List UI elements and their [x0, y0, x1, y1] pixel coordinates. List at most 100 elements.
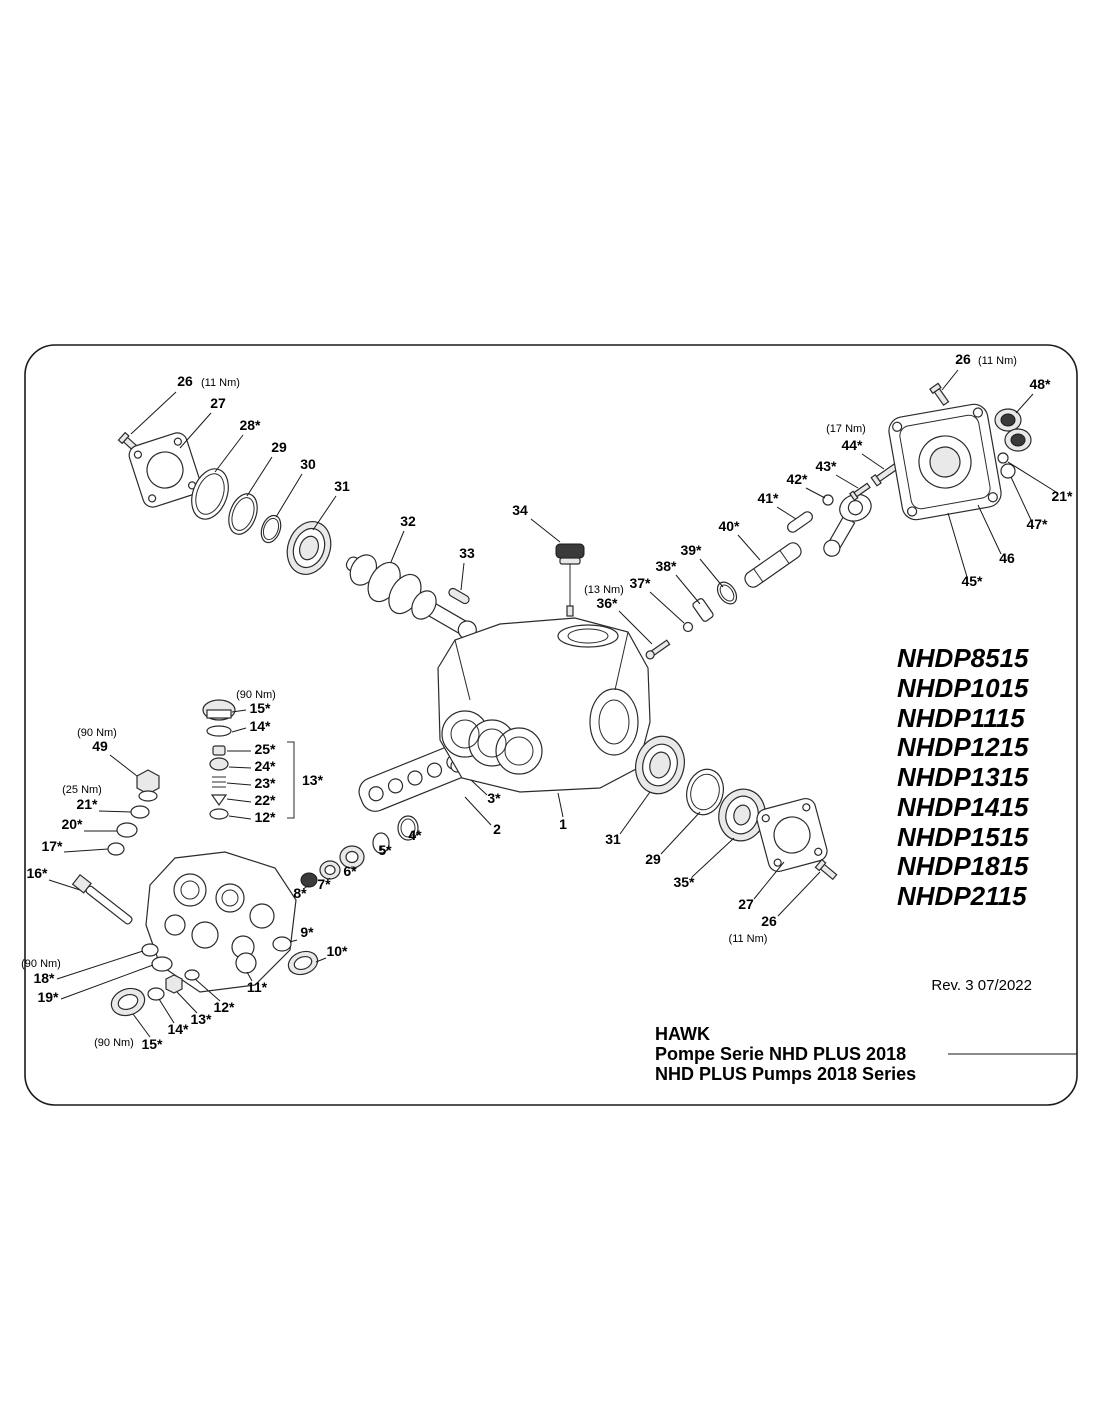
- leader-line: [1010, 476, 1032, 521]
- leader-line: [194, 978, 221, 1002]
- pin-41-part: [787, 511, 813, 533]
- leader-line: [98, 810, 132, 813]
- bolt-16-part: [71, 873, 133, 925]
- leader-line: [60, 964, 154, 1000]
- knob-34-part: [555, 543, 585, 617]
- torque-note: (11 Nm): [201, 377, 240, 389]
- series-title-it: Pompe Serie NHD PLUS 2018: [655, 1044, 906, 1064]
- callout-label: 24*: [254, 758, 276, 774]
- model-name: NHDP2115: [897, 881, 1027, 911]
- model-name: NHDP1315: [897, 762, 1029, 792]
- leader-line: [753, 861, 785, 900]
- callout-label: 23*: [254, 775, 276, 791]
- flange-27-topleft-part: [128, 432, 202, 508]
- connecting-rod-part: [823, 493, 872, 557]
- washer-42-part: [822, 494, 834, 506]
- callout-label: 2: [493, 821, 501, 837]
- callout-label: 14*: [249, 718, 271, 734]
- leader-line: [275, 473, 303, 518]
- torque-note: (90 Nm): [94, 1037, 134, 1049]
- leader-line: [228, 815, 252, 820]
- callout-label: 16*: [26, 865, 48, 881]
- model-list: NHDP8515 NHDP1015 NHDP1115 NHDP1215 NHDP…: [897, 643, 1029, 911]
- callout-label: 42*: [786, 471, 808, 487]
- leader-line: [226, 798, 252, 803]
- callout-label: 31: [334, 478, 350, 494]
- callout-label: 13*: [190, 1011, 212, 1027]
- leader-line: [176, 991, 198, 1014]
- title-block: HAWK Pompe Serie NHD PLUS 2018 NHD PLUS …: [655, 1024, 1077, 1084]
- model-name: NHDP1815: [897, 851, 1029, 881]
- leader-line: [1015, 393, 1034, 414]
- callout-label: 29: [645, 851, 661, 867]
- bracket-13: [287, 741, 295, 819]
- callout-label: 21*: [76, 796, 98, 812]
- leader-line: [619, 791, 651, 835]
- callout-label: 40*: [718, 518, 740, 534]
- torque-note: (17 Nm): [826, 423, 866, 435]
- crankcase-1-part: [437, 617, 651, 793]
- revision-text: Rev. 3 07/2022: [931, 977, 1032, 994]
- screw-43-part: [849, 482, 871, 501]
- oring-29-right-part: [686, 768, 724, 816]
- oring-21-left-part: [130, 805, 150, 819]
- washer-19-part: [151, 956, 173, 972]
- leader-line: [470, 779, 488, 796]
- leader-line: [530, 518, 561, 543]
- leader-line: [132, 1013, 151, 1038]
- bottom-plugs-parts: [110, 952, 257, 1017]
- fitting-49-part: [136, 769, 160, 802]
- leader-line: [675, 574, 701, 605]
- torque-note: (11 Nm): [978, 355, 1017, 367]
- torque-note: (90 Nm): [21, 958, 61, 970]
- ring-20-part: [116, 822, 138, 838]
- torque-note: (90 Nm): [236, 689, 276, 701]
- key-33-part: [448, 587, 470, 605]
- callout-label: 6*: [343, 863, 357, 879]
- leader-line: [947, 512, 968, 578]
- valve-38-part: [692, 598, 714, 622]
- leader-line: [48, 879, 81, 891]
- callout-label: 17*: [41, 838, 63, 854]
- callout-label: 41*: [757, 490, 779, 506]
- leader-line: [130, 391, 177, 435]
- parts-artwork: [71, 382, 1032, 1017]
- callout-label: 3*: [487, 790, 501, 806]
- leader-line: [231, 709, 247, 713]
- oring-21-right-part: [997, 452, 1009, 464]
- oring-29-topleft-part: [228, 493, 258, 535]
- callout-label: 11*: [247, 979, 268, 995]
- callout-label: 45*: [961, 573, 983, 589]
- callout-label: 38*: [655, 558, 677, 574]
- ring-28-part: [191, 468, 229, 520]
- leader-line: [861, 453, 885, 470]
- callout-label: 48*: [1029, 376, 1051, 392]
- leader-line: [109, 754, 138, 777]
- screw-26-bottom-part: [814, 858, 838, 881]
- leader-line: [737, 534, 761, 561]
- callout-label: 26: [955, 351, 971, 367]
- callout-label: 26: [761, 913, 777, 929]
- series-title-en: NHD PLUS Pumps 2018 Series: [655, 1064, 916, 1084]
- callout-label: 15*: [249, 700, 271, 716]
- callout-label: 7*: [317, 876, 331, 892]
- circlip-30-part: [260, 514, 282, 544]
- leader-line: [691, 837, 735, 878]
- callout-label: 26: [177, 373, 193, 389]
- callout-label: 34: [512, 502, 528, 518]
- callout-label: 21*: [1051, 488, 1073, 504]
- callout-label: 8*: [293, 885, 307, 901]
- callout-label: 19*: [37, 989, 59, 1005]
- plug-10-part: [287, 950, 319, 976]
- leader-line: [660, 811, 701, 855]
- leader-line: [326, 877, 331, 881]
- leader-line: [380, 845, 383, 852]
- callout-label: 29: [271, 439, 287, 455]
- valve-stack-parts: [202, 699, 236, 820]
- torque-note: (13 Nm): [584, 584, 624, 596]
- cover-46-part: [888, 403, 1002, 521]
- leader-line: [315, 957, 327, 963]
